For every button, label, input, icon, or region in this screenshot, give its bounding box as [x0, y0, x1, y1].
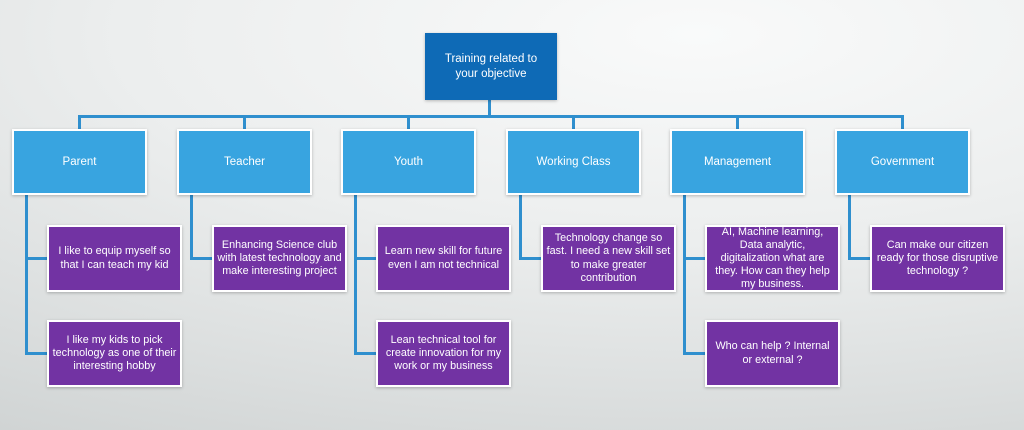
hang-line-parent — [25, 195, 28, 355]
leaf-node: Learn new skill for future even I am not… — [376, 225, 511, 292]
leaf-node: I like to equip myself so that I can tea… — [47, 225, 182, 292]
root-drop-line — [488, 100, 491, 117]
elbow-line — [25, 352, 49, 355]
elbow-line — [683, 257, 707, 260]
root-node-training-objective: Training related to your objective — [425, 33, 557, 100]
branch-node-government: Government — [835, 129, 970, 195]
hang-line-working-class — [519, 195, 522, 260]
leaf-label: Can make our citizen ready for those dis… — [876, 238, 999, 278]
branch-label: Teacher — [224, 156, 265, 168]
leaf-label: Who can help ? Internal or external ? — [715, 340, 830, 366]
leaf-node: I like my kids to pick technology as one… — [47, 320, 182, 387]
hang-line-government — [848, 195, 851, 260]
leaf-node: Enhancing Science club with latest techn… — [212, 225, 347, 292]
leaf-label: Technology change so fast. I need a new … — [546, 232, 671, 284]
leaf-node: Technology change so fast. I need a new … — [541, 225, 676, 292]
elbow-line — [25, 257, 49, 260]
branch-drop-line — [78, 115, 81, 129]
leaf-label: I like to equip myself so that I can tea… — [58, 245, 171, 271]
elbow-line — [354, 352, 378, 355]
leaf-node: Who can help ? Internal or external ? — [705, 320, 840, 387]
elbow-line — [683, 352, 707, 355]
branch-node-working-class: Working Class — [506, 129, 641, 195]
branch-label: Government — [870, 156, 935, 168]
branch-node-youth: Youth — [341, 129, 476, 195]
branch-drop-line — [407, 115, 410, 129]
branch-drop-line — [243, 115, 246, 129]
branch-drop-line — [572, 115, 575, 129]
elbow-line — [519, 257, 543, 260]
leaf-node: Can make our citizen ready for those dis… — [870, 225, 1005, 292]
branch-label: Management — [703, 156, 772, 168]
branch-label: Youth — [394, 156, 423, 168]
branch-node-management: Management — [670, 129, 805, 195]
elbow-line — [354, 257, 378, 260]
leaf-label: Enhancing Science club with latest techn… — [217, 238, 342, 278]
leaf-node: Lean technical tool for create innovatio… — [376, 320, 511, 387]
branch-drop-line — [901, 115, 904, 129]
branch-node-teacher: Teacher — [177, 129, 312, 195]
elbow-line — [190, 257, 214, 260]
root-node-label: Training related to your objective — [444, 52, 538, 80]
elbow-line — [848, 257, 872, 260]
leaf-node: AI, Machine learning, Data analytic, dig… — [705, 225, 840, 292]
hang-line-teacher — [190, 195, 193, 260]
branch-label: Working Class — [536, 156, 611, 168]
level1-rail-line — [78, 115, 904, 118]
branch-drop-line — [736, 115, 739, 129]
leaf-label: Learn new skill for future even I am not… — [384, 245, 503, 271]
leaf-label: I like my kids to pick technology as one… — [52, 333, 177, 373]
hang-line-management — [683, 195, 686, 355]
leaf-label: Lean technical tool for create innovatio… — [385, 333, 502, 373]
branch-node-parent: Parent — [12, 129, 147, 195]
branch-label: Parent — [62, 156, 97, 168]
leaf-label: AI, Machine learning, Data analytic, dig… — [715, 225, 830, 291]
hang-line-youth — [354, 195, 357, 355]
